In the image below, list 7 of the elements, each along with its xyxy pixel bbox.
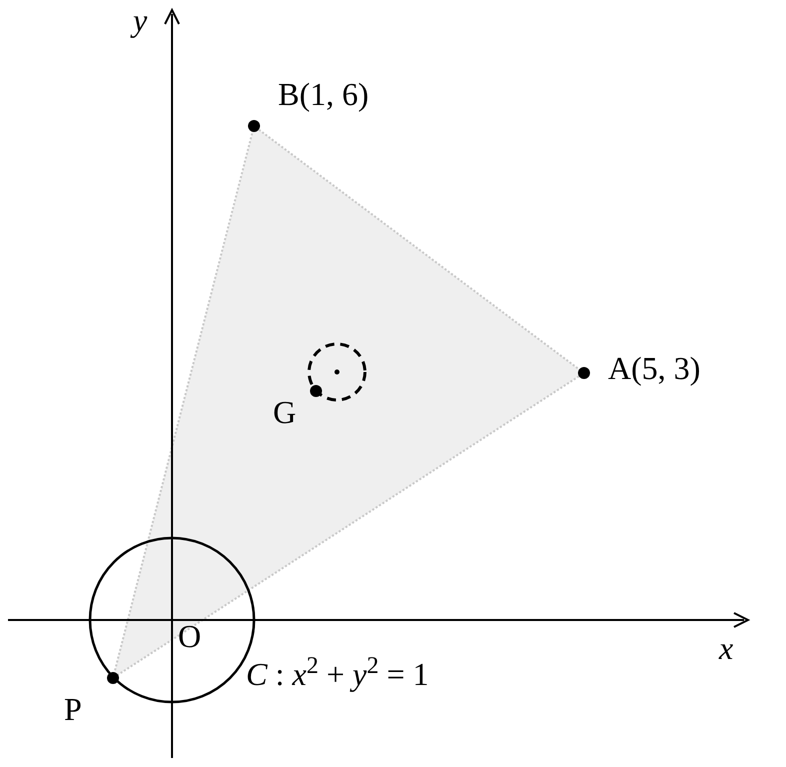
point-label: B(1, 6) [278, 78, 369, 110]
point-label: A(5, 3) [608, 352, 700, 384]
origin-label: O [178, 620, 202, 652]
equation-label: C : x$^{2}$ + y$^{2}$ = 1 [246, 658, 429, 690]
point-label: G [273, 396, 296, 428]
axis-label: x [719, 632, 734, 664]
point-label: P [64, 693, 82, 725]
